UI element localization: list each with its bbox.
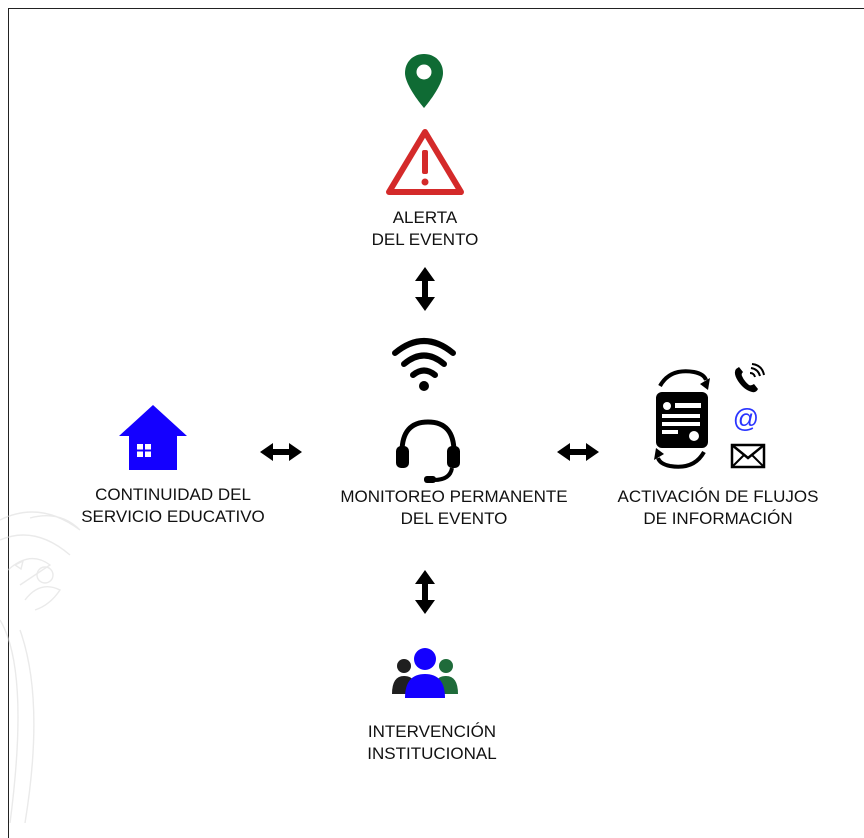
diagram-frame <box>8 8 864 838</box>
envelope-icon <box>730 443 766 469</box>
house-icon <box>119 405 187 470</box>
at-icon: @ <box>732 403 760 433</box>
phone-icon <box>734 363 765 393</box>
continuity-label: CONTINUIDAD DEL SERVICIO EDUCATIVO <box>81 485 265 526</box>
arrow-continuity-monitor <box>260 443 302 461</box>
monitor-label: MONITOREO PERMANENTE DEL EVENTO <box>340 487 568 528</box>
arrow-monitor-flows <box>557 443 599 461</box>
flows-label: ACTIVACIÓN DE FLUJOS DE INFORMACIÓN <box>617 487 819 528</box>
arrow-alert-monitor <box>415 267 435 311</box>
intervention-label: INTERVENCIÓN INSTITUCIONAL <box>367 722 497 763</box>
wifi-icon <box>392 338 456 391</box>
sync-document-icon <box>654 369 710 469</box>
alert-label: ALERTA DEL EVENTO <box>371 208 479 249</box>
arrow-monitor-intervention <box>415 570 435 614</box>
watermark-emblem-icon <box>0 511 81 823</box>
map-pin-icon <box>405 54 443 108</box>
headset-icon <box>396 419 460 483</box>
people-group-icon <box>392 648 458 698</box>
warning-triangle-icon <box>386 129 464 195</box>
